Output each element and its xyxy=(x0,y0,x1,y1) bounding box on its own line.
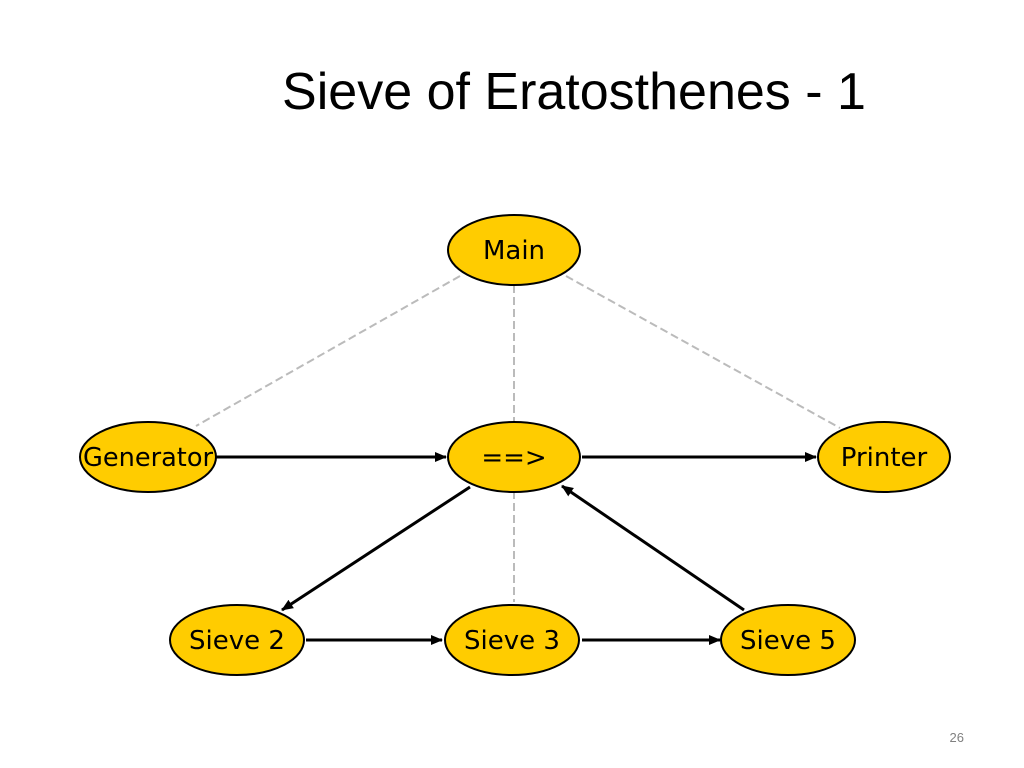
arrow-channel-to-sieve2 xyxy=(281,485,471,612)
node-generator-label: Generator xyxy=(83,443,213,473)
node-channel-shape xyxy=(447,421,581,493)
node-sieve5: Sieve 5 xyxy=(720,604,856,676)
dashed-edge-main-printer xyxy=(565,275,841,429)
node-sieve5-shape xyxy=(720,604,856,676)
node-printer-shape xyxy=(817,421,951,493)
node-sieve3: Sieve 3 xyxy=(444,604,580,676)
node-printer: Printer xyxy=(817,421,951,493)
dashed-edge-main-generator xyxy=(195,275,461,427)
node-main: Main xyxy=(447,214,581,286)
node-sieve2-label: Sieve 2 xyxy=(189,626,285,656)
node-sieve3-shape xyxy=(444,604,580,676)
node-channel-label: ==> xyxy=(481,443,546,473)
slide-title: Sieve of Eratosthenes - 1 xyxy=(282,63,866,121)
node-channel: ==> xyxy=(447,421,581,493)
node-sieve3-label: Sieve 3 xyxy=(464,626,560,656)
node-printer-label: Printer xyxy=(841,443,928,473)
node-sieve5-label: Sieve 5 xyxy=(740,626,836,656)
node-generator-shape xyxy=(79,421,217,493)
node-sieve2-shape xyxy=(169,604,305,676)
node-main-shape xyxy=(447,214,581,286)
node-generator: Generator xyxy=(79,421,217,493)
arrow-sieve5-to-channel xyxy=(561,484,745,612)
page-number: 26 xyxy=(949,730,964,745)
node-main-label: Main xyxy=(483,236,545,266)
node-sieve2: Sieve 2 xyxy=(169,604,305,676)
